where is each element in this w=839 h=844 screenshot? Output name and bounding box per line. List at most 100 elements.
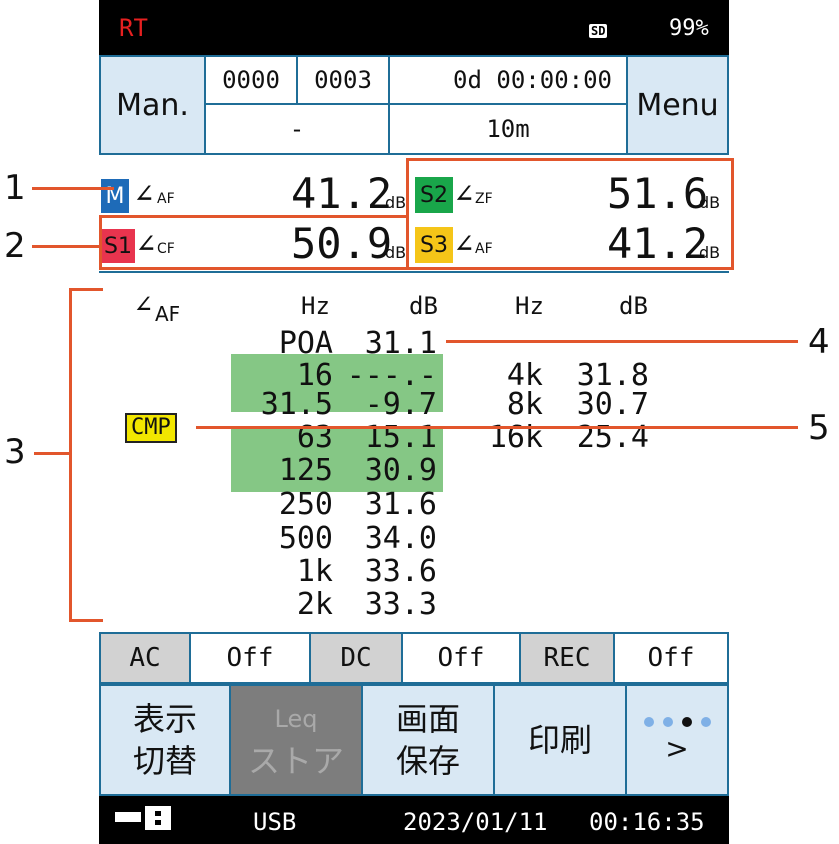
band-db: -9.7 — [364, 387, 437, 422]
callout-2: 2 — [4, 226, 26, 266]
channel-s3-value: 41.2 — [607, 219, 709, 268]
callout-frame — [99, 160, 408, 218]
col-header-db: dB — [409, 292, 438, 320]
channel-s2-value: 51.6 — [607, 169, 709, 218]
interval-field: 10m — [388, 103, 628, 155]
channel-m-label: AF — [157, 191, 175, 207]
callout-4: 4 — [808, 322, 830, 362]
level-symbol-icon: ∠ — [135, 177, 154, 212]
callout-frame — [406, 158, 734, 270]
band-db: 33.6 — [364, 554, 437, 589]
counter-1: 0000 — [204, 55, 298, 105]
elapsed-time: 0d 00:00:00 — [388, 55, 628, 105]
screen-save-label-2: 保存 — [395, 742, 460, 780]
callout-line — [32, 245, 102, 248]
callout-bracket — [69, 619, 103, 622]
level-symbol-icon: ∠ — [455, 177, 474, 212]
channel-m-value: 41.2 — [291, 169, 393, 218]
display-switch-label-2: 切替 — [132, 742, 197, 780]
ac-label: AC — [99, 632, 191, 684]
level-symbol-icon: ∠ — [455, 227, 474, 262]
sd-card-icon: SD — [589, 24, 608, 38]
page-dot — [662, 717, 673, 727]
footer-bar: USB 2023/01/11 00:16:35 — [99, 796, 729, 844]
usb-label: USB — [253, 808, 297, 836]
callout-frame — [99, 216, 408, 270]
channel-s2-label: ZF — [475, 191, 493, 207]
callout-3: 3 — [4, 432, 26, 472]
callout-line — [34, 452, 70, 455]
band-db: 33.3 — [364, 587, 437, 622]
callout-bracket — [69, 288, 72, 621]
more-button[interactable]: > — [625, 684, 729, 796]
dash-field: - — [204, 103, 390, 155]
display-switch-button[interactable]: 表示 切替 — [99, 684, 231, 796]
channel-s1-label: CF — [157, 241, 175, 257]
leq-store-label-1: Leq — [274, 705, 318, 733]
menu-button[interactable]: Menu — [626, 55, 729, 155]
counter-2: 0003 — [296, 55, 390, 105]
weighting-label: AF — [155, 302, 181, 326]
next-arrow-icon: > — [665, 732, 689, 765]
level-symbol-icon: ∠ — [135, 288, 152, 321]
page-dot-active — [681, 717, 692, 727]
spectrum-panel: ∠ AF Hz dB Hz dB POA 31.1 16 ---.- 31.5 … — [99, 274, 729, 632]
poa-label: POA — [278, 326, 333, 361]
band-db: 30.9 — [364, 453, 437, 488]
level-symbol-icon: ∠ — [137, 227, 156, 262]
channel-s1-chip: S1 — [101, 229, 135, 263]
band-hz: 4k — [506, 358, 543, 393]
callout-5: 5 — [808, 408, 830, 448]
band-db: 31.8 — [576, 358, 649, 393]
channel-readings: M ∠ AF 41.2 dB S1 ∠ CF 50.9 dB S2 ∠ ZF 5… — [99, 155, 729, 273]
footer-time: 00:16:35 — [589, 808, 705, 836]
band-hz: 500 — [278, 521, 333, 556]
callout-bracket — [69, 288, 103, 291]
usb-plug-icon — [145, 806, 171, 830]
band-hz: 125 — [278, 453, 333, 488]
mode-indicator: RT — [119, 14, 148, 42]
channel-s3-chip: S3 — [415, 227, 453, 263]
channel-s2-unit: dB — [699, 193, 721, 212]
col-header-hz: Hz — [515, 292, 544, 320]
band-hz: 2k — [296, 587, 333, 622]
channel-s1-unit: dB — [385, 243, 407, 262]
band-db: ---.- — [346, 358, 437, 393]
callout-line — [446, 340, 798, 343]
screen-save-button[interactable]: 画面 保存 — [361, 684, 495, 796]
top-status-bar: RT SD 99% — [99, 0, 729, 56]
band-hz: 250 — [278, 487, 333, 522]
dc-value[interactable]: Off — [401, 632, 521, 684]
channel-m-unit: dB — [385, 193, 407, 212]
usb-plug-icon — [115, 812, 141, 822]
channel-s2-chip: S2 — [415, 177, 453, 213]
page-dot — [643, 717, 654, 727]
band-hz: 16 — [296, 358, 333, 393]
band-hz: 8k — [506, 387, 543, 422]
page-dots — [643, 717, 711, 727]
display-switch-label-1: 表示 — [132, 700, 197, 738]
callout-line — [32, 187, 114, 190]
battery-level: 99% — [669, 16, 709, 41]
screen-save-label-1: 画面 — [395, 700, 460, 738]
manual-mode-button[interactable]: Man. — [99, 55, 206, 155]
print-label: 印刷 — [527, 721, 592, 759]
callout-1: 1 — [4, 168, 26, 208]
col-header-db: dB — [619, 292, 648, 320]
channel-s3-unit: dB — [699, 243, 721, 262]
band-db: 34.0 — [364, 521, 437, 556]
highlight-band — [231, 426, 443, 492]
rec-value[interactable]: Off — [613, 632, 729, 684]
print-button[interactable]: 印刷 — [493, 684, 627, 796]
ac-value[interactable]: Off — [189, 632, 311, 684]
poa-value: 31.1 — [364, 326, 437, 361]
band-db: 30.7 — [576, 387, 649, 422]
band-db: 31.6 — [364, 487, 437, 522]
leq-store-button[interactable]: Leq ストア — [229, 684, 363, 796]
band-hz: 31.5 — [260, 387, 333, 422]
page-dot — [700, 717, 711, 727]
channel-s3-label: AF — [475, 241, 493, 257]
footer-date: 2023/01/11 — [403, 808, 548, 836]
dc-label: DC — [309, 632, 403, 684]
leq-store-label-2: ストア — [247, 742, 344, 780]
